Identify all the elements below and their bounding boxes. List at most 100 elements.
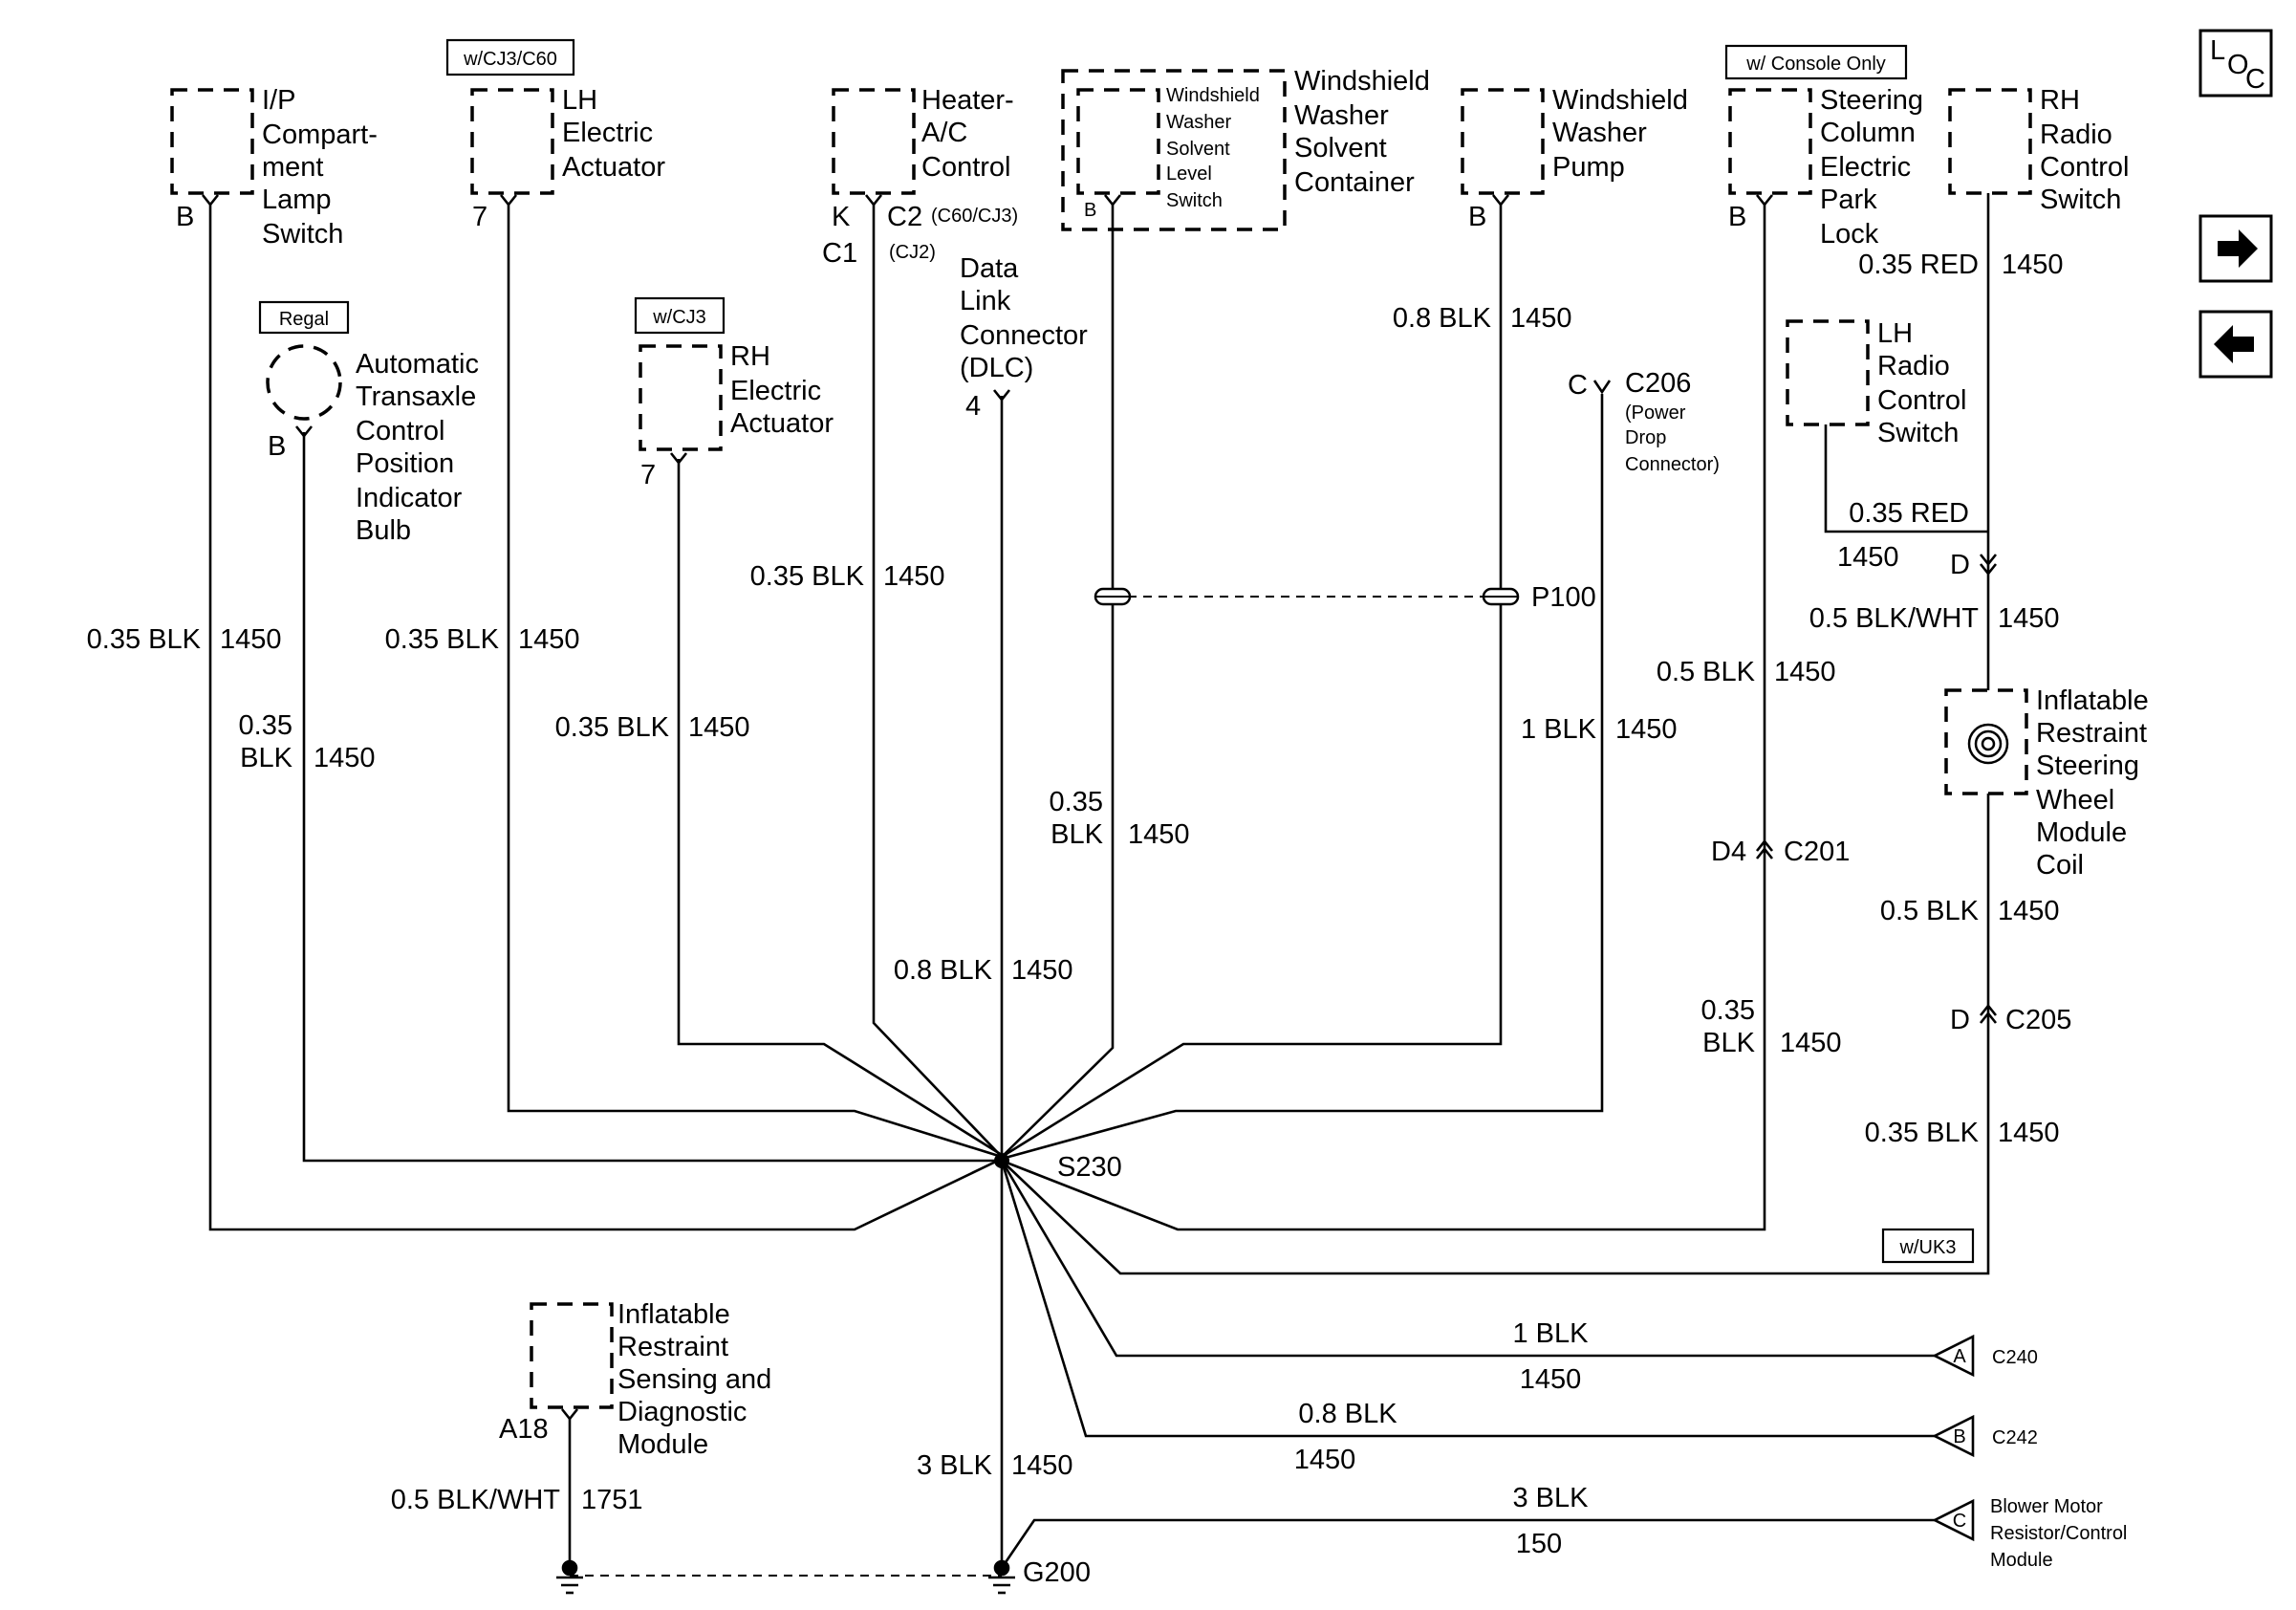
svg-text:4: 4 [965, 391, 981, 422]
option-label-regal: Regal [258, 300, 350, 335]
svg-text:C: C [2245, 64, 2265, 95]
svg-text:C2: C2 [887, 202, 922, 232]
svg-text:0.35: 0.35 [239, 710, 292, 741]
svg-text:C205: C205 [2005, 1005, 2071, 1035]
location-icon[interactable]: L O C [2199, 29, 2273, 98]
svg-text:0.35 BLK: 0.35 BLK [555, 712, 670, 743]
rh-actuator-label: RH Electric Actuator [730, 341, 834, 439]
svg-text:(CJ2): (CJ2) [889, 242, 936, 263]
svg-text:0.5 BLK: 0.5 BLK [1880, 896, 1980, 926]
svg-text:150: 150 [1516, 1529, 1562, 1559]
svg-text:1 BLK: 1 BLK [1521, 714, 1597, 745]
svg-text:B: B [1728, 202, 1746, 232]
svg-text:w/ Console Only: w/ Console Only [1745, 54, 1886, 75]
svg-text:1450: 1450 [1774, 657, 1836, 687]
svg-text:A: A [1953, 1346, 1966, 1367]
svg-text:w/CJ3/C60: w/CJ3/C60 [463, 49, 557, 70]
svg-text:1450: 1450 [1837, 542, 1899, 573]
washer-pump-label: Windshield Washer Pump [1552, 85, 1696, 183]
prev-page-arrow-icon[interactable] [2199, 310, 2273, 379]
option-label-uk3: w/UK3 [1881, 1228, 1975, 1264]
svg-text:BLK: BLK [1051, 819, 1103, 850]
washer-level-pin-b: B [1084, 200, 1096, 221]
svg-text:D: D [1950, 1005, 1970, 1035]
hvac-control-label: Heater- A/C Control [921, 85, 1022, 183]
washer-container-label: Windshield Washer Solvent Container [1294, 66, 1438, 198]
dlc-label: Data Link Connector (DLC) [960, 253, 1095, 383]
option-label-cj3-c60: w/CJ3/C60 [445, 38, 575, 76]
svg-text:0.35: 0.35 [1050, 787, 1103, 817]
c242-connector-triangle: B [1932, 1414, 1975, 1458]
svg-text:1450: 1450 [1011, 955, 1073, 986]
svg-text:BLK: BLK [240, 743, 292, 773]
trans-bulb-symbol [266, 344, 342, 421]
svg-text:1450: 1450 [1615, 714, 1678, 745]
svg-text:w/UK3: w/UK3 [1899, 1237, 1957, 1258]
svg-text:B: B [1468, 202, 1486, 232]
svg-text:P100: P100 [1531, 582, 1596, 613]
trans-bulb-label: Automatic Transaxle Control Position Ind… [356, 349, 487, 546]
svg-text:D4: D4 [1711, 837, 1746, 867]
svg-text:C201: C201 [1784, 837, 1850, 867]
svg-text:0.5 BLK/WHT: 0.5 BLK/WHT [1809, 603, 1980, 634]
rh-radio-switch-label: RH Radio Control Switch [2040, 85, 2137, 215]
svg-text:D: D [1950, 550, 1970, 580]
svg-text:S230: S230 [1057, 1152, 1122, 1183]
coil-label: Inflatable Restraint Steering Wheel Modu… [2036, 685, 2156, 881]
svg-text:C: C [1568, 370, 1588, 401]
option-label-cj3: w/CJ3 [634, 296, 726, 335]
svg-text:0.35 RED: 0.35 RED [1858, 250, 1979, 280]
svg-text:1450: 1450 [883, 561, 945, 592]
svg-text:B: B [176, 202, 194, 232]
svg-text:1450: 1450 [1510, 303, 1572, 334]
svg-text:1450: 1450 [1128, 819, 1190, 850]
svg-text:1450: 1450 [1520, 1364, 1582, 1395]
svg-text:0.8 BLK: 0.8 BLK [1298, 1399, 1397, 1429]
sdm-label: Inflatable Restraint Sensing and Diagnos… [617, 1299, 779, 1460]
washer-level-switch-box [1076, 88, 1160, 195]
next-page-arrow-icon[interactable] [2199, 214, 2273, 283]
svg-text:1450: 1450 [518, 624, 580, 655]
park-lock-label: Steering Column Electric Park Lock [1820, 85, 1931, 250]
pin-symbols [201, 194, 1998, 1422]
ip-lamp-switch-box [170, 88, 254, 195]
blower-connector-triangle: C [1932, 1498, 1975, 1542]
svg-text:0.8 BLK: 0.8 BLK [1393, 303, 1492, 334]
svg-text:1450: 1450 [1998, 603, 2060, 634]
c240-connector-triangle: A [1932, 1334, 1975, 1378]
s230-splice-dot [994, 1153, 1009, 1168]
pin-labels: B 7 B 7 K C1 C2 (C60/CJ3) (CJ2) 4 B C B … [176, 202, 1970, 1445]
sdm-box [530, 1302, 614, 1409]
rh-actuator-box [639, 344, 723, 451]
wire-labels: 0.35 BLK 1450 0.35 BLK 1450 0.35 BLK 145… [87, 250, 2064, 1559]
lh-actuator-label: LH Electric Actuator [562, 85, 665, 183]
svg-text:(C60/CJ3): (C60/CJ3) [931, 206, 1018, 227]
svg-text:1 BLK: 1 BLK [1513, 1318, 1590, 1349]
blower-module-label: Blower Motor Resistor/Control Module [1990, 1496, 2133, 1571]
lh-actuator-box [470, 88, 554, 195]
ground-icon [556, 1559, 1015, 1595]
svg-text:BLK: BLK [1702, 1028, 1755, 1058]
ip-lamp-switch-label: I/P Compart- ment Lamp Switch [262, 85, 385, 250]
svg-text:K: K [832, 202, 851, 232]
lh-radio-switch-box [1786, 319, 1870, 426]
svg-text:w/CJ3: w/CJ3 [652, 307, 706, 328]
svg-text:0.35 BLK: 0.35 BLK [385, 624, 500, 655]
svg-text:1450: 1450 [1998, 896, 2060, 926]
svg-text:0.35 BLK: 0.35 BLK [750, 561, 865, 592]
svg-text:Regal: Regal [279, 309, 329, 330]
svg-text:1450: 1450 [314, 743, 376, 773]
svg-text:0.35 RED: 0.35 RED [1849, 498, 1969, 529]
svg-text:0.5 BLK: 0.5 BLK [1657, 657, 1756, 687]
svg-text:1450: 1450 [220, 624, 282, 655]
svg-text:C: C [1953, 1511, 1966, 1532]
washer-container-box [1061, 69, 1287, 231]
c206-label: C206 (Power Drop Connector) [1625, 368, 1720, 475]
svg-text:3 BLK: 3 BLK [917, 1450, 993, 1481]
rh-radio-switch-box [1948, 88, 2032, 195]
park-lock-box [1728, 88, 1812, 195]
svg-text:1751: 1751 [581, 1485, 643, 1515]
coil-spiral-icon [1967, 723, 2009, 765]
option-label-console-only: w/ Console Only [1724, 44, 1908, 80]
